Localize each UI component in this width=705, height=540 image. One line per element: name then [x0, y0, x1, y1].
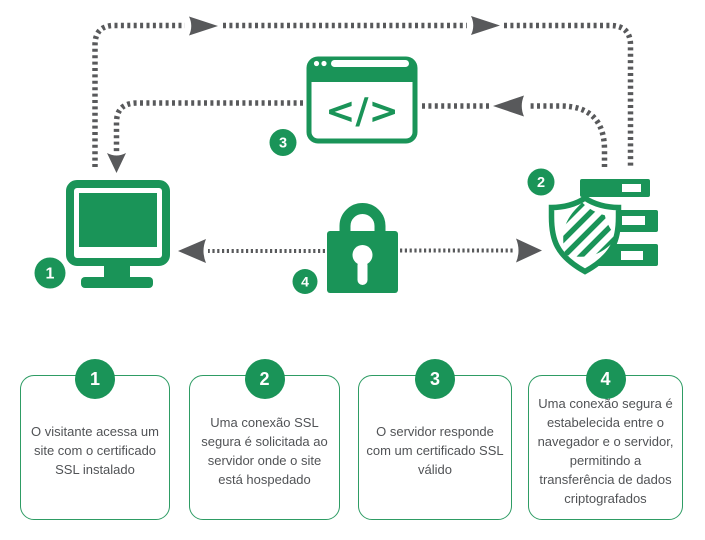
computer-icon: [66, 180, 170, 288]
badge-number: 4: [301, 274, 309, 290]
step-text-3: O servidor responde com um certificado S…: [366, 424, 504, 477]
step-text-1: O visitante acessa um site com o certifi…: [31, 424, 159, 477]
step-card-2: 2 Uma conexão SSL segura é solicitada ao…: [189, 359, 340, 520]
server-bar: [580, 179, 650, 197]
lock-keyhole-stem: [357, 260, 368, 285]
badge-number: 2: [537, 175, 545, 191]
step-badge-4: 4: [585, 359, 626, 399]
monitor-base: [81, 277, 153, 288]
secure-connection-paths: [208, 248, 514, 253]
padlock-icon: [327, 203, 398, 293]
lock-shackle: [339, 203, 386, 232]
diagram-step-badge-1: 1: [34, 257, 66, 289]
monitor-stand: [104, 262, 130, 279]
step-card-1: 1 O visitante acessa um site com o certi…: [20, 359, 170, 520]
diagram-step-badge-4: 4: [292, 269, 318, 294]
diagram-step-badge-3: 3: [269, 129, 297, 156]
browser-address-bar: [331, 60, 409, 67]
right-arrow-icon: [516, 238, 542, 263]
server-slot: [622, 216, 645, 225]
step-text-4: Uma conexão segura é estabelecida entre …: [537, 395, 674, 506]
ssl-flow-diagram: </>: [34, 16, 658, 294]
right-arrow-icon: [189, 16, 218, 36]
lock-keyhole: [352, 245, 373, 265]
flow-server-to-browser-path: [421, 103, 608, 167]
flow-computer-to-server-path: [92, 22, 634, 168]
browser-dot-icon: [313, 60, 320, 67]
step-badge-3: 3: [415, 359, 455, 399]
monitor-screen: [79, 193, 157, 247]
browser-dot-icon: [321, 60, 327, 67]
server-slot: [621, 251, 643, 260]
step-card-4: 4 Uma conexão segura é estabelecida entr…: [528, 359, 683, 520]
down-arrow-icon: [107, 153, 126, 173]
step-badge-1: 1: [75, 359, 115, 399]
left-arrow-icon: [493, 95, 524, 117]
code-icon: </>: [325, 91, 398, 132]
step-badge-2: 2: [244, 359, 285, 399]
badge-number: 1: [46, 266, 55, 283]
badge-number: 3: [279, 136, 287, 152]
step-card-3: 3 O servidor responde com um certificado…: [358, 359, 512, 520]
server-slot: [622, 184, 641, 192]
left-arrow-icon: [178, 239, 206, 263]
right-arrow-icon: [471, 16, 500, 35]
step-text-2: Uma conexão SSL segura é solicitada ao s…: [201, 414, 328, 487]
diagram-step-badge-2: 2: [527, 168, 555, 196]
browser-window-icon: </>: [306, 56, 418, 144]
